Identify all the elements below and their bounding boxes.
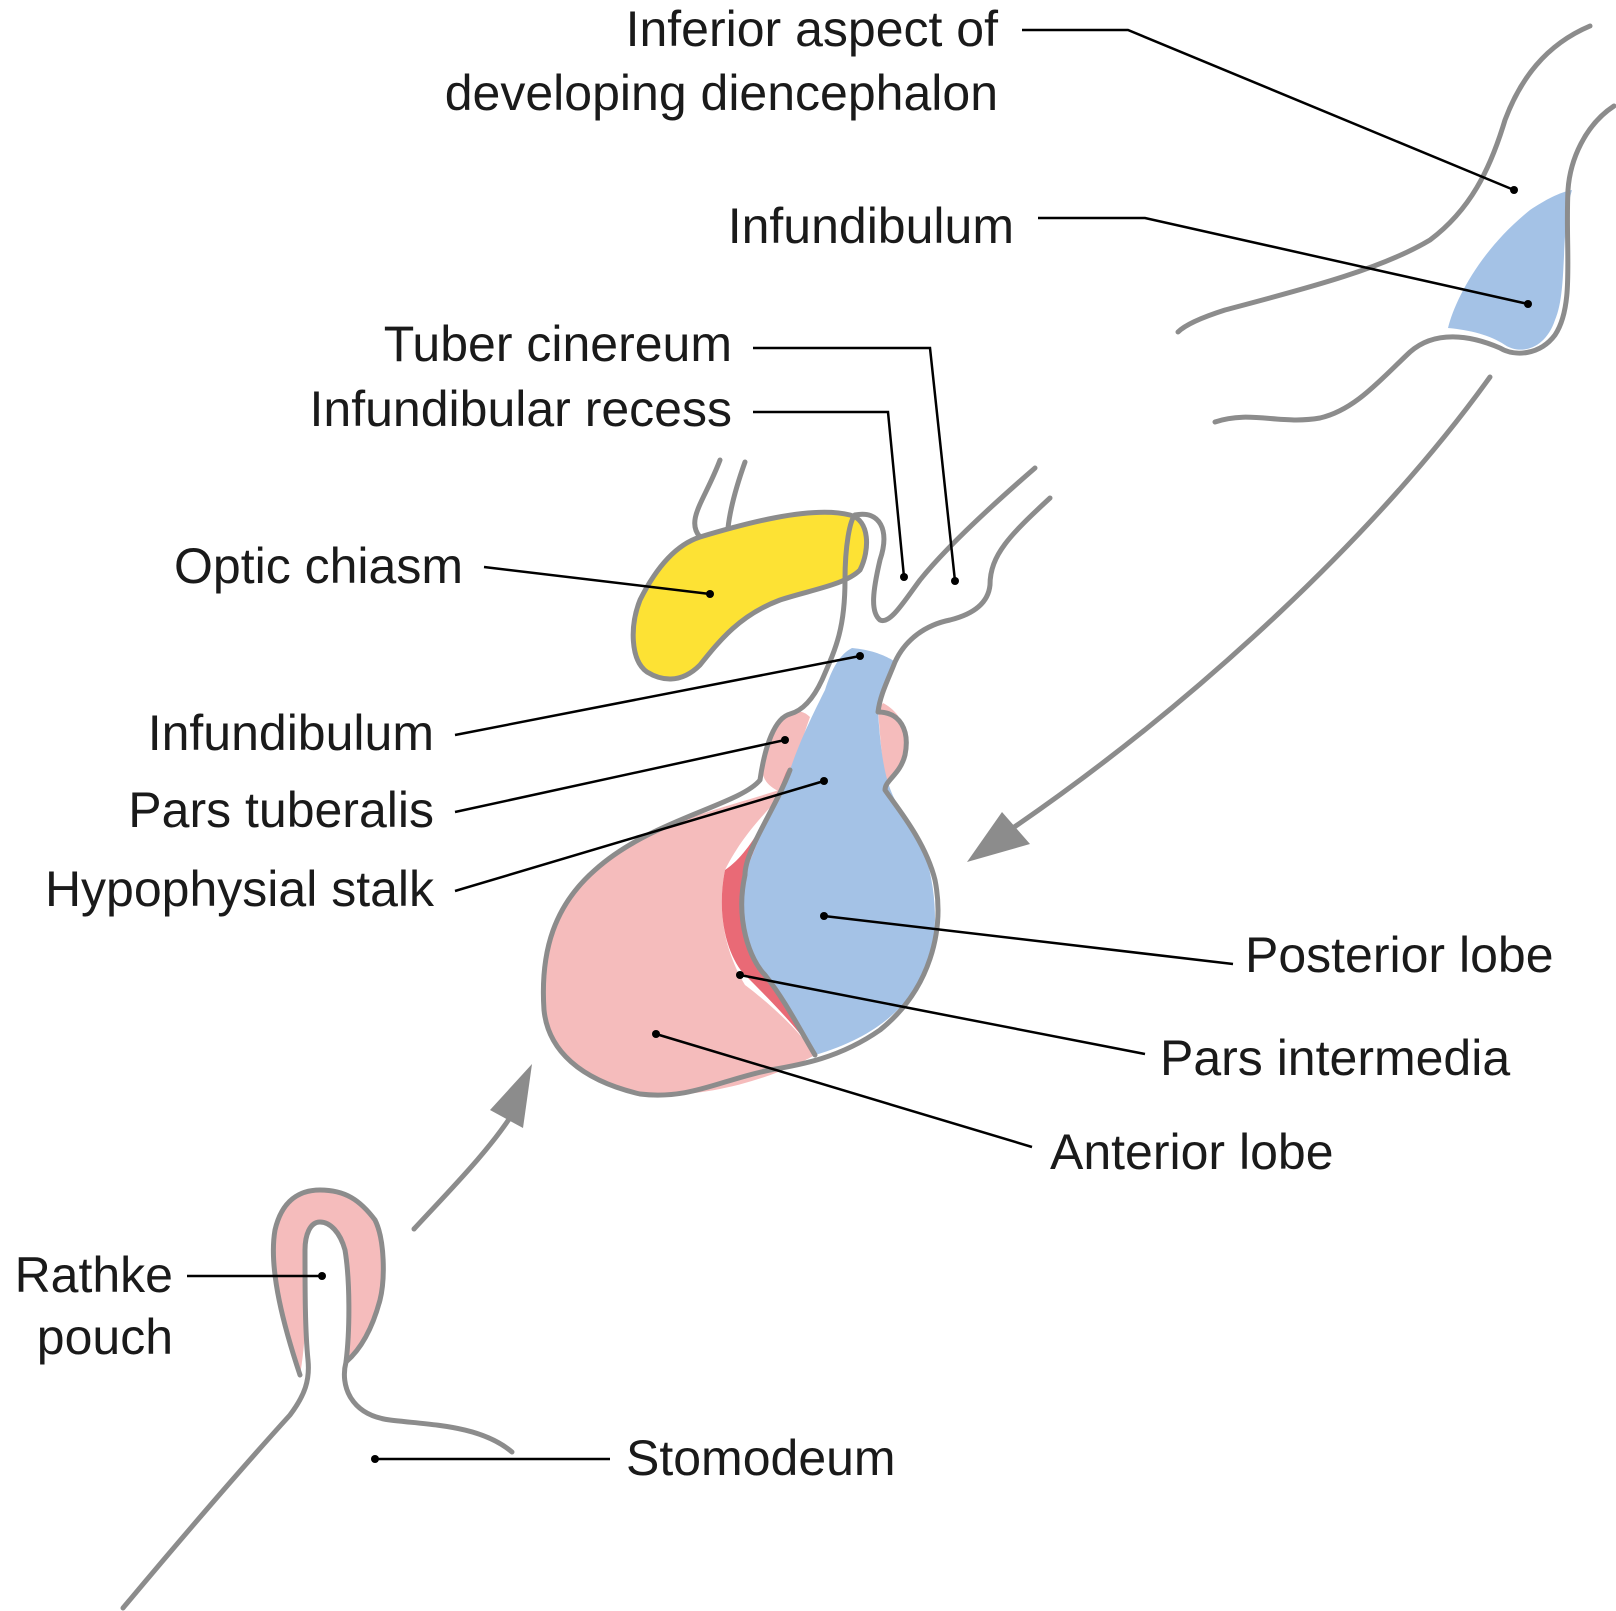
- anterior-lobe-shape: [543, 787, 815, 1096]
- dot-infundibulum-mid: [856, 652, 864, 660]
- lower-left-arrowhead-icon: [490, 1064, 532, 1128]
- label-optic-chiasm: Optic chiasm: [174, 538, 463, 594]
- label-infundibulum-mid: Infundibulum: [148, 705, 434, 761]
- leader-posterior-lobe: [823, 914, 1234, 966]
- arrows: [411, 374, 1493, 1232]
- optic-chiasm-upper-stalk: [725, 459, 748, 531]
- leader-pars-intermedia: [739, 973, 1146, 1056]
- optic-chiasm-outline: [630, 457, 870, 682]
- dot-infundibulum-top: [1524, 300, 1532, 308]
- pituitary-drawing: [540, 457, 1053, 1098]
- dot-pars-tuberalis: [781, 736, 789, 744]
- dot-posterior-lobe: [820, 912, 828, 920]
- pituitary-left-outline: [852, 465, 1038, 624]
- diencephalon-lower-outline: [1212, 103, 1616, 425]
- dot-rathke-pouch: [318, 1272, 326, 1280]
- diencephalon-upper-outline: [1175, 23, 1593, 335]
- label-rathke-line2: pouch: [37, 1309, 173, 1365]
- dot-optic-chiasm: [706, 590, 714, 598]
- upper-right-arrow-shaft: [1007, 374, 1493, 833]
- rathke-pouch-fill: [273, 1190, 384, 1375]
- dot-inferior-aspect: [1510, 186, 1518, 194]
- leader-infundibulum-mid: [454, 654, 861, 737]
- dot-pars-intermedia: [736, 971, 744, 979]
- dot-infundibular-recess: [900, 573, 908, 581]
- label-rathke-line1: Rathke: [15, 1247, 173, 1303]
- posterior-lobe-divider: [739, 767, 818, 1058]
- dot-stomodeum: [371, 1455, 379, 1463]
- label-posterior-lobe: Posterior lobe: [1245, 927, 1554, 983]
- upper-right-arrowhead-icon: [967, 812, 1030, 862]
- leader-infundibulum-top: [1038, 216, 1529, 306]
- posterior-lobe-shape: [741, 648, 935, 1055]
- diencephalon-drawing: [1175, 23, 1616, 425]
- rathke-pouch-outer-outline: [270, 1187, 386, 1378]
- rathke-pouch-drawing: [120, 1187, 515, 1611]
- label-infundibular-recess: Infundibular recess: [310, 381, 732, 437]
- label-infundibulum-top: Infundibulum: [728, 198, 1014, 254]
- dot-anterior-lobe: [652, 1030, 660, 1038]
- optic-chiasm-shape: [633, 512, 867, 680]
- label-hypophysial-stalk: Hypophysial stalk: [45, 861, 435, 917]
- label-tuber-cinereum: Tuber cinereum: [384, 316, 732, 372]
- leader-inferior-aspect: [1022, 28, 1515, 192]
- dot-tuber-cinereum: [951, 577, 959, 585]
- leader-optic-chiasm: [483, 565, 711, 596]
- pituitary-right-outline: [540, 495, 1053, 1098]
- label-pars-tuberalis: Pars tuberalis: [128, 782, 434, 838]
- lower-left-arrow-shaft: [411, 1107, 518, 1232]
- leader-anterior-lobe: [655, 1032, 1033, 1149]
- leader-pars-tuberalis: [454, 738, 786, 814]
- leader-lines: [187, 28, 1532, 1463]
- label-inferior-aspect-line2: developing diencephalon: [445, 65, 998, 121]
- leader-tuber-cinereum: [753, 346, 957, 582]
- label-anterior-lobe: Anterior lobe: [1050, 1124, 1334, 1180]
- stomodeum-right-outline: [341, 1359, 515, 1455]
- label-inferior-aspect-line1: Inferior aspect of: [626, 1, 999, 57]
- leader-infundibular-recess: [753, 410, 906, 578]
- diencephalon-infundibulum-fill: [1448, 190, 1572, 350]
- leader-hypophysial-stalk: [454, 779, 825, 893]
- labels: Inferior aspect of developing diencephal…: [15, 1, 1554, 1486]
- stomodeum-left-outline: [120, 1219, 352, 1611]
- dot-hypophysial-stalk: [820, 777, 828, 785]
- label-stomodeum: Stomodeum: [626, 1430, 896, 1486]
- label-pars-intermedia: Pars intermedia: [1160, 1030, 1510, 1086]
